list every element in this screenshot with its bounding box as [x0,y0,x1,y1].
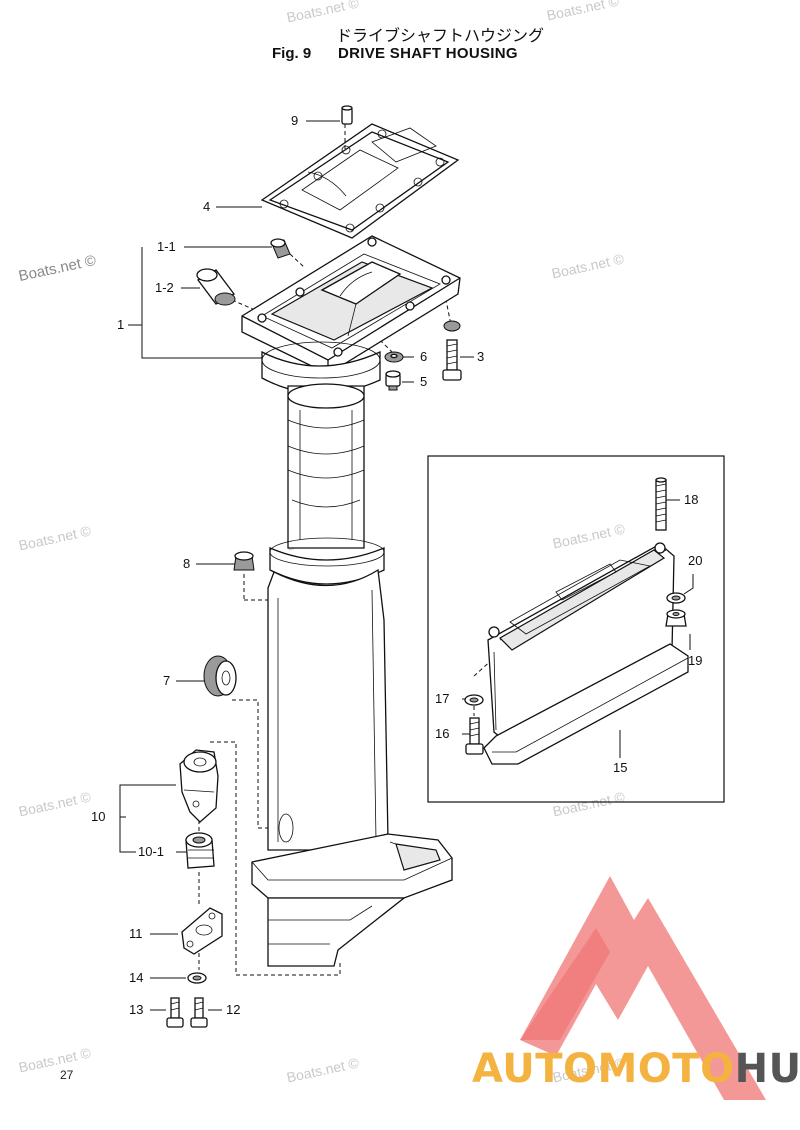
callout-17: 17 [435,691,450,706]
part-14-washer [187,972,207,984]
page-number: 27 [60,1068,74,1082]
callout-1-1: 1-1 [157,239,176,254]
callout-16: 16 [435,726,450,741]
part-1-2-bushing [196,268,236,306]
part-13-bolt [166,997,184,1028]
callout-9: 9 [291,113,299,128]
callout-1-2: 1-2 [155,280,174,295]
callout-20: 20 [688,553,703,568]
part-16-bolt [465,717,484,755]
callout-15: 15 [613,760,628,775]
figure-title: DRIVE SHAFT HOUSING [338,45,518,62]
part-7-rubber-mount [203,655,237,697]
part-9-dowel-pin [341,105,353,125]
leader-lines [119,120,694,1011]
brand-part-2: HUB [734,1046,800,1092]
figure-title-japanese: ドライブシャフトハウジング [335,26,544,45]
part-15-extension [483,542,689,765]
part-1-1-bushing [270,238,291,259]
callout-18: 18 [684,492,699,507]
part-10-bracket [179,749,219,823]
callout-14: 14 [129,970,144,985]
part-19-nut [665,609,687,627]
part-20-washer [666,592,686,604]
callout-1: 1 [117,317,125,332]
part-4-gasket [260,123,460,239]
callout-5: 5 [420,374,428,389]
callout-10-1: 10-1 [138,844,165,859]
part-10-1-damper [185,832,215,869]
part-12-bolt [190,997,208,1028]
part-8-grommet [233,551,255,571]
callout-13: 13 [129,1002,144,1017]
callout-10: 10 [91,809,106,824]
part-3-bolt [442,320,462,381]
callout-8: 8 [183,556,191,571]
inset-frame [427,455,725,803]
part-17-washer [464,694,484,706]
part-6-washer [384,351,404,363]
callout-4: 4 [203,199,211,214]
figure-number: Fig. 9 [272,45,312,62]
part-18-stud [655,477,667,531]
part-1-drive-shaft-housing [241,235,461,967]
callout-19: 19 [688,653,703,668]
brand-part-1: AUTOMOTO [472,1046,735,1092]
automotohub-logo-text: AUTOMOTOHUB [472,1046,800,1092]
callout-3: 3 [477,349,485,364]
part-5-plug [385,370,401,391]
callout-7: 7 [163,673,171,688]
callout-6: 6 [420,349,428,364]
callout-11: 11 [129,926,143,941]
automotohub-logo-mark [520,876,766,1100]
callout-12: 12 [226,1002,241,1017]
part-11-plate [181,907,223,955]
